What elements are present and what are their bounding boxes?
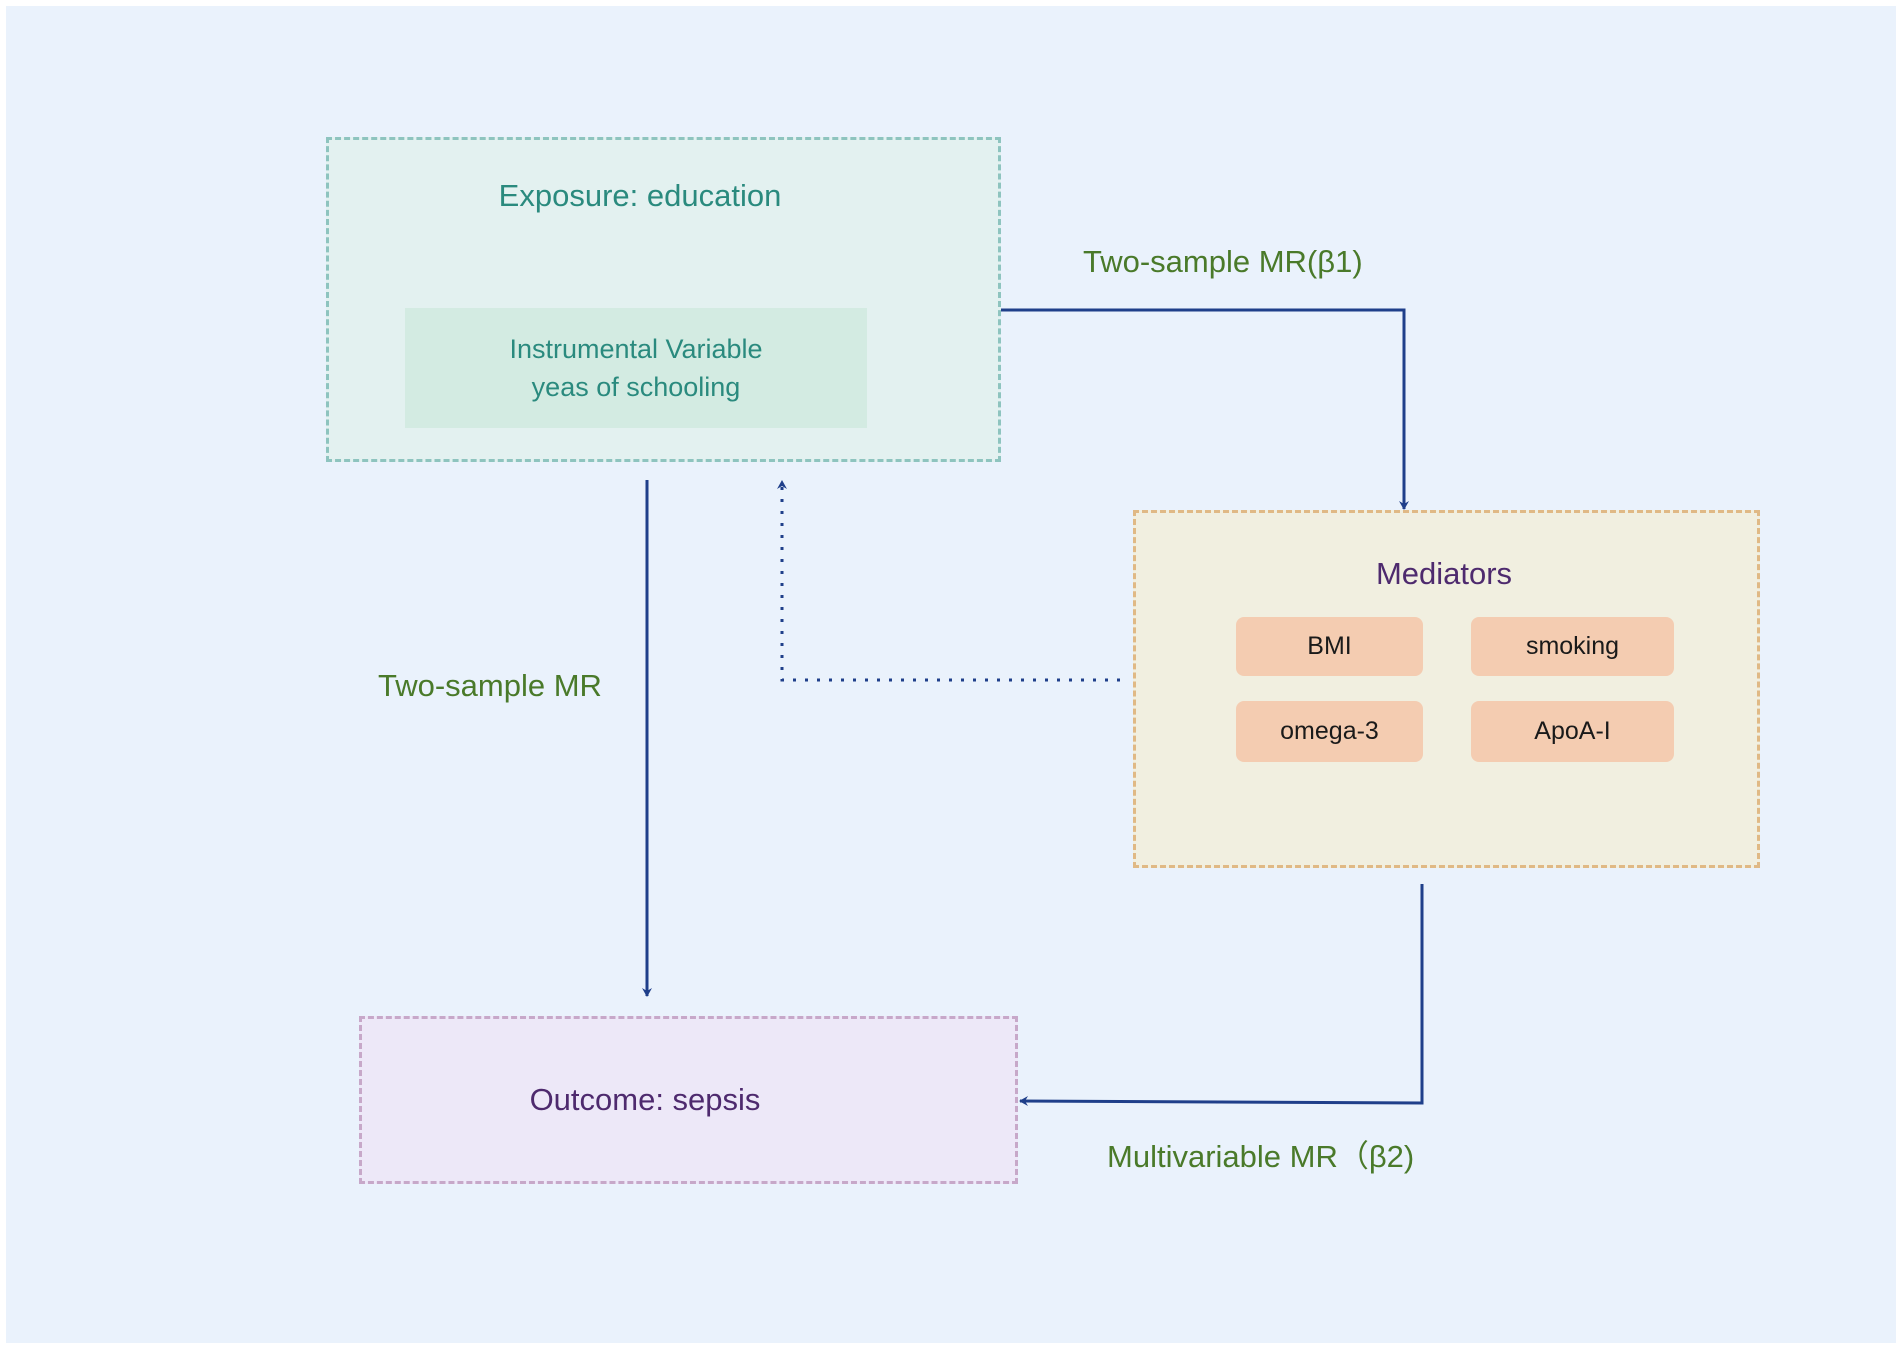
arrow-exposure-to-mediators xyxy=(1001,308,1409,510)
instrumental-variable-box: Instrumental Variable yeas of schooling xyxy=(405,308,867,428)
edge-label-exposure-to-outcome: Two-sample MR xyxy=(378,668,602,703)
edge-label-mediators-to-outcome: Multivariable MR（β2) xyxy=(1107,1139,1415,1174)
exposure-title: Exposure: education xyxy=(498,178,782,213)
arrow-mediators-to-outcome xyxy=(1019,884,1424,1107)
mediator-chip-bmi: BMI xyxy=(1236,617,1423,676)
instrument-description: yeas of schooling xyxy=(531,372,741,402)
arrow-mediators-to-exposure-dotted xyxy=(777,480,1120,682)
mediator-chip-apoa-i: ApoA-I xyxy=(1471,701,1674,762)
outcome-title: Outcome: sepsis xyxy=(529,1082,761,1117)
instrument-label: Instrumental Variable xyxy=(509,334,763,364)
mediators-title: Mediators xyxy=(1375,556,1513,591)
mediator-chip-omega-3: omega-3 xyxy=(1236,701,1423,762)
mediators-box xyxy=(1133,510,1760,868)
outcome-box xyxy=(359,1016,1018,1184)
edge-label-exposure-to-mediators: Two-sample MR(β1) xyxy=(1083,244,1363,279)
mediator-chip-smoking: smoking xyxy=(1471,617,1674,676)
